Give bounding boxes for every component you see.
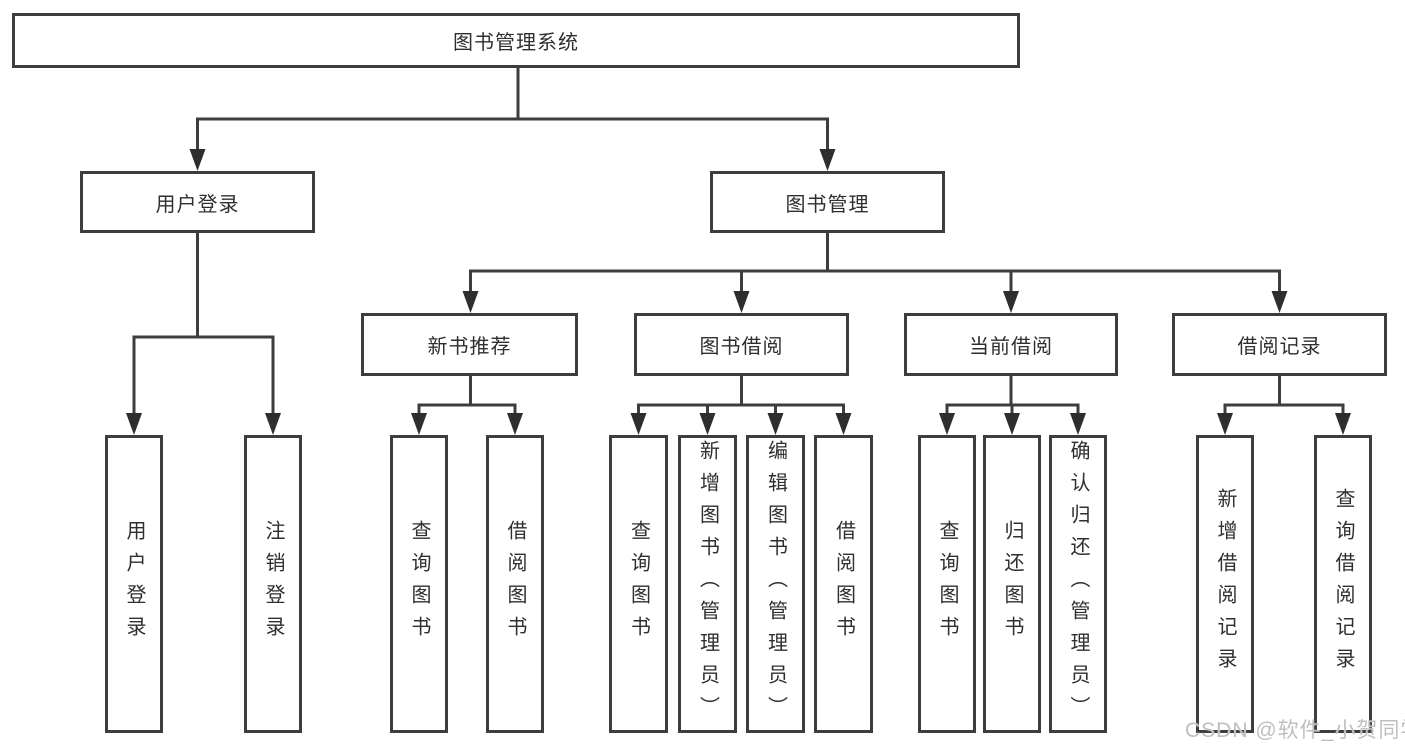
leaf-return-book: 归还图书 xyxy=(983,435,1041,733)
leaf-logout: 注销登录 xyxy=(244,435,302,733)
leaf-query-borrow-record: 查询借阅记录 xyxy=(1314,435,1372,733)
leaf-user-login-label: 用户登录 xyxy=(123,520,145,648)
leaf-borrow-books-recommend: 借阅图书 xyxy=(486,435,544,733)
leaf-borrow-books-recommend-label: 借阅图书 xyxy=(504,520,526,648)
node-borrow-records: 借阅记录 xyxy=(1172,313,1387,376)
node-user-login: 用户登录 xyxy=(80,171,315,233)
node-root: 图书管理系统 xyxy=(12,13,1020,68)
leaf-edit-book-admin-label: 编辑图书（管理员） xyxy=(764,440,787,728)
leaf-confirm-return-admin-label: 确认归还（管理员） xyxy=(1067,440,1089,728)
leaf-query-books-recommend: 查询图书 xyxy=(390,435,448,733)
node-user-login-label: 用户登录 xyxy=(155,193,240,216)
node-book-borrow: 图书借阅 xyxy=(634,313,849,376)
leaf-query-books-current: 查询图书 xyxy=(918,435,976,733)
leaf-add-borrow-record-label: 新增借阅记录 xyxy=(1214,488,1236,680)
leaf-confirm-return-admin: 确认归还（管理员） xyxy=(1049,435,1107,733)
leaf-add-book-admin: 新增图书（管理员） xyxy=(678,435,737,733)
leaf-query-books-borrow-label: 查询图书 xyxy=(627,520,650,648)
node-book-borrow-label: 图书借阅 xyxy=(699,336,784,358)
node-borrow-records-label: 借阅记录 xyxy=(1237,336,1322,358)
leaf-query-books-borrow: 查询图书 xyxy=(609,435,668,733)
node-book-management: 图书管理 xyxy=(710,171,945,233)
leaf-query-borrow-record-label: 查询借阅记录 xyxy=(1332,488,1354,680)
node-new-book-recommend-label: 新书推荐 xyxy=(427,336,512,358)
node-current-borrow: 当前借阅 xyxy=(904,313,1118,376)
leaf-borrow-books-2-label: 借阅图书 xyxy=(832,520,855,648)
leaf-add-book-admin-label: 新增图书（管理员） xyxy=(696,440,719,728)
leaf-user-login: 用户登录 xyxy=(105,435,163,733)
leaf-query-books-recommend-label: 查询图书 xyxy=(408,520,430,648)
leaf-query-books-current-label: 查询图书 xyxy=(936,520,958,648)
leaf-add-borrow-record: 新增借阅记录 xyxy=(1196,435,1254,733)
leaf-edit-book-admin: 编辑图书（管理员） xyxy=(746,435,805,733)
node-current-borrow-label: 当前借阅 xyxy=(969,336,1053,358)
node-root-label: 图书管理系统 xyxy=(453,32,579,54)
leaf-borrow-books-2: 借阅图书 xyxy=(814,435,873,733)
node-book-management-label: 图书管理 xyxy=(785,193,870,216)
node-new-book-recommend: 新书推荐 xyxy=(361,313,578,376)
watermark: CSDN @软件_小贺同学 xyxy=(1185,719,1405,742)
leaf-logout-label: 注销登录 xyxy=(262,520,284,648)
leaf-return-book-label: 归还图书 xyxy=(1001,520,1023,648)
